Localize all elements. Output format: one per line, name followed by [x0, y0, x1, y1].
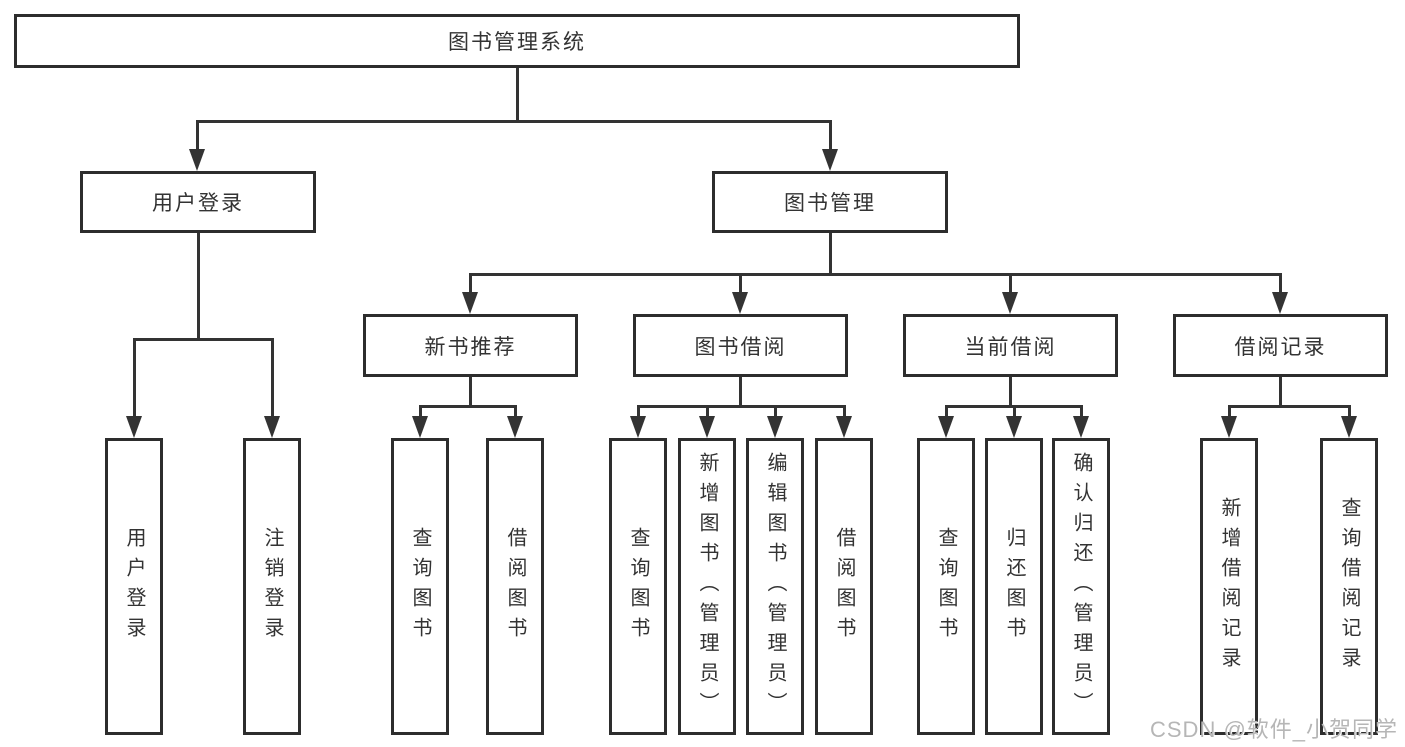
- node-book-borrowing: 图书借阅: [633, 314, 848, 377]
- connector-book-mgmt-split: [469, 273, 1282, 276]
- connector-drop: [945, 405, 948, 416]
- connector-root-split: [196, 120, 832, 123]
- connector-root-stub: [516, 68, 519, 120]
- arrow-down-icon: [732, 292, 748, 314]
- arrow-down-icon: [1006, 416, 1022, 438]
- node-new-book-recommend: 新书推荐: [363, 314, 578, 377]
- watermark: CSDN @软件_小贺同学: [1150, 717, 1399, 742]
- arrow-down-icon: [412, 416, 428, 438]
- connector-user-login-stub: [197, 233, 200, 338]
- connector-drop: [1348, 405, 1351, 416]
- connector-recommend-stub: [469, 377, 472, 408]
- arrow-down-icon: [767, 416, 783, 438]
- arrow-down-icon: [699, 416, 715, 438]
- connector-drop-borrowing: [739, 273, 742, 292]
- connector-records-stub: [1279, 377, 1282, 408]
- connector-drop: [774, 405, 777, 416]
- connector-drop: [1080, 405, 1083, 416]
- leaf-add-books-admin: 新增图书（管理员）: [678, 438, 736, 735]
- connector-current-stub: [1009, 377, 1012, 408]
- node-root: 图书管理系统: [14, 14, 1020, 68]
- leaf-confirm-return-admin: 确认归还（管理员）: [1052, 438, 1110, 735]
- arrow-down-icon: [1272, 292, 1288, 314]
- arrow-down-icon: [126, 416, 142, 438]
- arrow-down-icon: [1341, 416, 1357, 438]
- node-current-borrowing: 当前借阅: [903, 314, 1118, 377]
- node-borrow-records: 借阅记录: [1173, 314, 1388, 377]
- connector-drop-current: [1009, 273, 1012, 292]
- arrow-down-icon: [189, 149, 205, 171]
- connector-drop-recommend: [469, 273, 472, 292]
- leaf-edit-books-admin: 编辑图书（管理员）: [746, 438, 804, 735]
- leaf-logout: 注销登录: [243, 438, 301, 735]
- arrow-down-icon: [630, 416, 646, 438]
- arrow-down-icon: [462, 292, 478, 314]
- connector-drop: [1013, 405, 1016, 416]
- connector-drop: [1228, 405, 1231, 416]
- connector-recommend-split: [419, 405, 517, 408]
- connector-drop-records: [1279, 273, 1282, 292]
- arrow-down-icon: [507, 416, 523, 438]
- connector-book-mgmt-stub: [829, 233, 832, 274]
- node-book-management: 图书管理: [712, 171, 948, 233]
- arrow-down-icon: [1002, 292, 1018, 314]
- connector-drop-leaf-user-login: [133, 338, 136, 416]
- leaf-borrow-books-borrowing: 借阅图书: [815, 438, 873, 735]
- arrow-down-icon: [822, 149, 838, 171]
- leaf-return-books: 归还图书: [985, 438, 1043, 735]
- connector-drop-book-mgmt: [829, 120, 832, 150]
- node-user-login-module: 用户登录: [80, 171, 316, 233]
- leaf-query-books-current: 查询图书: [917, 438, 975, 735]
- arrow-down-icon: [1073, 416, 1089, 438]
- connector-drop-user-login: [196, 120, 199, 150]
- arrow-down-icon: [264, 416, 280, 438]
- leaf-query-books-recommend: 查询图书: [391, 438, 449, 735]
- leaf-add-borrow-record: 新增借阅记录: [1200, 438, 1258, 735]
- leaf-user-login: 用户登录: [105, 438, 163, 735]
- connector-drop: [706, 405, 709, 416]
- connector-drop: [419, 405, 422, 416]
- connector-drop: [637, 405, 640, 416]
- leaf-borrow-books-recommend: 借阅图书: [486, 438, 544, 735]
- connector-borrowing-split: [637, 405, 846, 408]
- connector-drop-leaf-logout: [271, 338, 274, 416]
- arrow-down-icon: [836, 416, 852, 438]
- connector-drop: [514, 405, 517, 416]
- leaf-query-books-borrowing: 查询图书: [609, 438, 667, 735]
- leaf-query-borrow-record: 查询借阅记录: [1320, 438, 1378, 735]
- arrow-down-icon: [938, 416, 954, 438]
- connector-records-split: [1228, 405, 1351, 408]
- connector-borrowing-stub: [739, 377, 742, 408]
- connector-drop: [843, 405, 846, 416]
- arrow-down-icon: [1221, 416, 1237, 438]
- connector-user-login-split: [133, 338, 274, 341]
